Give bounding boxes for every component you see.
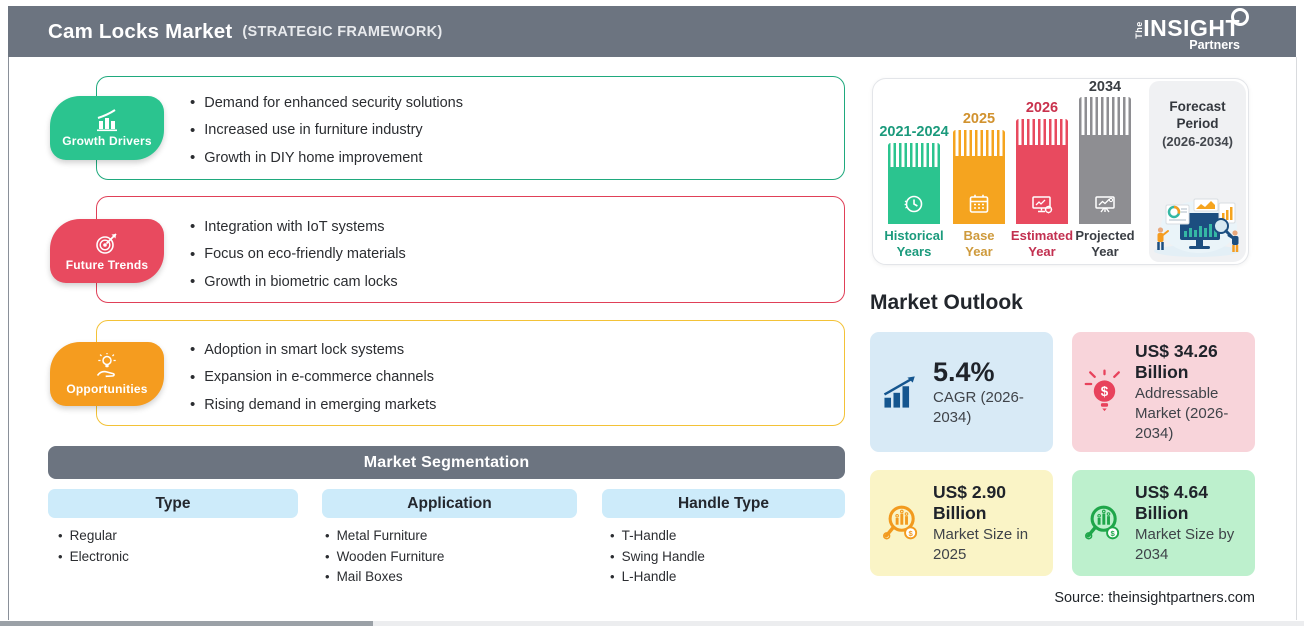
bar-year-projected: 2034 — [1088, 79, 1122, 95]
column-header-type: Type — [48, 489, 298, 518]
addressable-market-caption: Addressable Market (2026-2034) — [1135, 384, 1229, 442]
column-header-label: Type — [155, 494, 191, 512]
bar-year-estimated: 2026 — [1025, 100, 1059, 116]
bar-stripes — [888, 143, 940, 167]
bar-label-historical: Historical Years — [884, 228, 944, 259]
opportunities-bullets: Adoption in smart lock systems Expansion… — [190, 336, 436, 419]
right-frame-border — [1296, 57, 1297, 620]
list-item: Wooden Furniture — [325, 546, 445, 567]
bulb-hand-icon — [96, 352, 116, 377]
brand-logo: The INSIGHT Partners — [1134, 8, 1249, 52]
bullet-item: Rising demand in emerging markets — [190, 391, 436, 419]
bullet-item: Expansion in e-commerce channels — [190, 364, 436, 392]
presentation-chart-icon — [1095, 196, 1115, 213]
clock-history-icon — [904, 195, 923, 213]
forecast-period-label: Forecast Period — [1169, 99, 1226, 131]
forecast-range: (2026-2034) — [1162, 134, 1233, 149]
page-title: Cam Locks Market — [48, 19, 233, 43]
monitor-gear-icon — [1032, 196, 1053, 214]
bar-label-estimated: Estimated Year — [1010, 228, 1074, 259]
svg-text:$: $ — [908, 529, 913, 538]
column-header-label: Application — [407, 494, 492, 512]
bullet-item: Adoption in smart lock systems — [190, 336, 436, 364]
outlook-card-market-size-2025: $ US$ 2.90 Billion Market Size in 2025 — [870, 470, 1053, 576]
bullet-item: Growth in biometric cam locks — [190, 268, 406, 296]
analytics-illustration — [1154, 198, 1240, 257]
magnifier-lens-icon — [1231, 8, 1249, 26]
bar-stripes — [953, 130, 1005, 156]
magnifier-bars-icon: $ — [883, 505, 918, 540]
list-item: L-Handle — [610, 566, 705, 587]
bullet-item: Focus on eco-friendly materials — [190, 241, 405, 269]
bar-year-base: 2025 — [962, 111, 996, 127]
bar-stripes — [1016, 119, 1068, 145]
bulb-dollar-icon: $ — [1084, 369, 1120, 412]
cagr-value: 5.4% — [933, 356, 995, 387]
column-header-application: Application — [322, 489, 577, 518]
bullet-item: Growth in DIY home improvement — [190, 144, 463, 172]
bar-label-projected: Projected Year — [1075, 228, 1135, 259]
cagr-caption: CAGR (2026-2034) — [933, 388, 1024, 426]
calendar-icon — [969, 194, 989, 213]
header-bar: Cam Locks Market (STRATEGIC FRAMEWORK) T… — [8, 6, 1296, 57]
timeline-bar-projected — [1079, 97, 1131, 224]
column-header-label: Handle Type — [677, 494, 769, 512]
horizontal-scrollbar-track — [0, 621, 1304, 626]
column-header-handle-type: Handle Type — [602, 489, 845, 518]
horizontal-scrollbar-thumb[interactable] — [0, 621, 373, 626]
outlook-card-addressable-market: $ US$ 34.26 Billion Addressable Market (… — [1072, 332, 1255, 452]
market-outlook-title: Market Outlook — [870, 291, 1023, 314]
page-subtitle: (STRATEGIC FRAMEWORK) — [242, 23, 443, 40]
bar-label-base: Base Year — [963, 228, 995, 259]
svg-text:$: $ — [1110, 529, 1115, 538]
list-item: T-Handle — [610, 525, 705, 546]
market-size-2034-caption: Market Size by 2034 — [1135, 525, 1235, 563]
bullet-item: Demand for enhanced security solutions — [190, 89, 463, 117]
list-item: Electronic — [58, 546, 129, 567]
market-size-2025-value: US$ 2.90 Billion — [933, 481, 1006, 523]
list-item: Metal Furniture — [325, 525, 444, 546]
target-dart-icon — [96, 233, 117, 254]
growth-drivers-badge: Growth Drivers — [50, 96, 164, 160]
bar-stripes — [1079, 97, 1131, 135]
addressable-market-value: US$ 34.26 Billion — [1135, 340, 1218, 382]
left-frame-border — [8, 57, 9, 620]
application-list: Metal Furniture Wooden Furniture Mail Bo… — [325, 525, 445, 587]
segmentation-title-bar: Market Segmentation — [48, 446, 845, 479]
list-item: Regular — [58, 525, 129, 546]
logo-insight-text: INSIGHT — [1143, 8, 1249, 42]
market-size-2025-caption: Market Size in 2025 — [933, 525, 1029, 563]
logo-partners-text: Partners — [1189, 38, 1240, 52]
badge-label: Growth Drivers — [62, 134, 152, 148]
segmentation-title: Market Segmentation — [363, 453, 530, 471]
outlook-card-market-size-2034: $ US$ 4.64 Billion Market Size by 2034 — [1072, 470, 1255, 576]
badge-label: Opportunities — [66, 381, 148, 396]
handle-type-list: T-Handle Swing Handle L-Handle — [610, 525, 705, 587]
timeline-bar-historical — [888, 143, 940, 224]
outlook-card-cagr: 5.4% CAGR (2026-2034) — [870, 332, 1053, 452]
growth-drivers-bullets: Demand for enhanced security solutions I… — [190, 89, 463, 172]
future-trends-bullets: Integration with IoT systems Focus on ec… — [190, 213, 406, 296]
svg-text:$: $ — [1101, 384, 1109, 399]
market-size-2034-value: US$ 4.64 Billion — [1135, 481, 1208, 523]
bullet-item: Increased use in furniture industry — [190, 117, 463, 145]
bullet-item: Integration with IoT systems — [190, 213, 406, 241]
bar-chart-arrow-icon — [883, 376, 915, 408]
type-list: Regular Electronic — [58, 525, 129, 566]
timeline-bar-base — [953, 130, 1005, 224]
future-trends-badge: Future Trends — [50, 219, 164, 283]
list-item: Swing Handle — [610, 546, 705, 567]
badge-label: Future Trends — [65, 258, 149, 272]
bar-chart-growth-icon — [97, 109, 117, 132]
source-text: Source: theinsightpartners.com — [1054, 590, 1255, 606]
opportunities-badge: Opportunities — [50, 342, 164, 406]
timeline-bar-estimated — [1016, 119, 1068, 224]
bar-year-historical: 2021-2024 — [879, 124, 949, 140]
magnifier-bars-icon: $ — [1085, 505, 1120, 540]
list-item: Mail Boxes — [325, 566, 444, 587]
